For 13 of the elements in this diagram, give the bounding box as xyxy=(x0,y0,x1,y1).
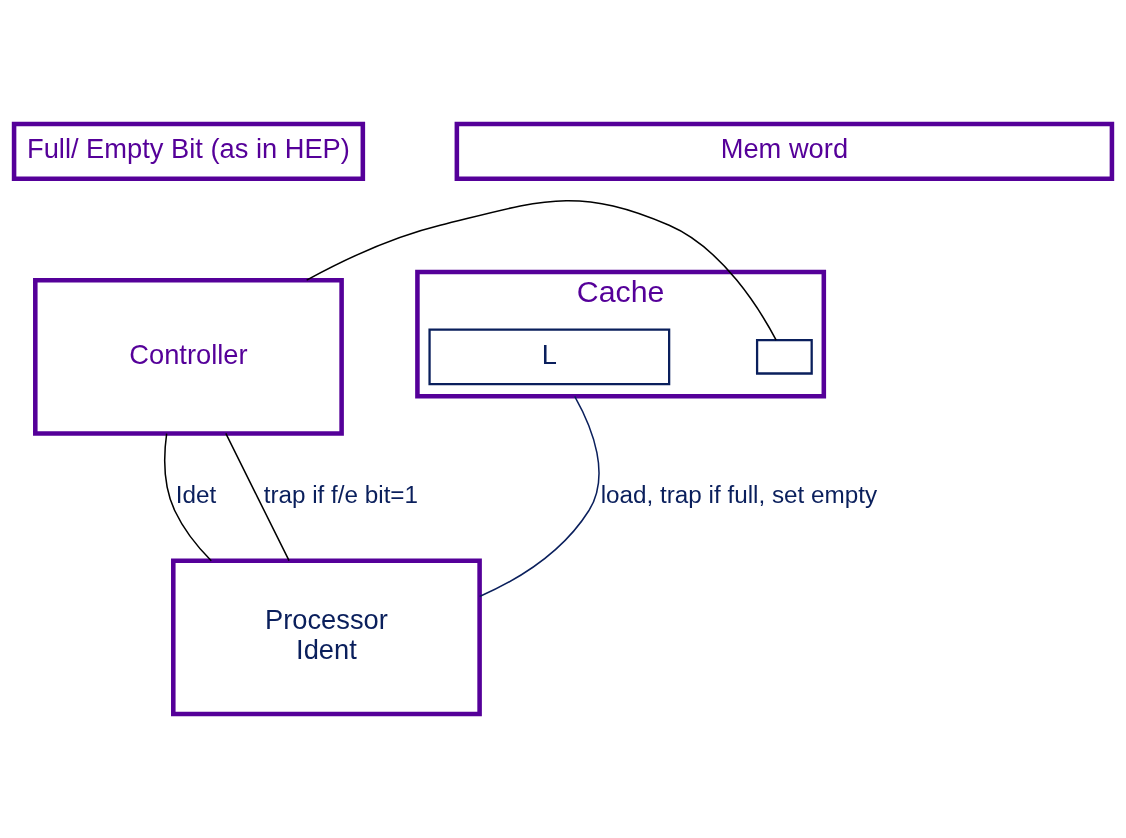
node-box: Mem word xyxy=(454,121,1115,181)
connector xyxy=(163,432,212,562)
edge-label: Idet xyxy=(175,480,217,508)
node-box: Full/ Empty Bit (as in HEP) xyxy=(11,121,366,181)
connector xyxy=(478,395,600,598)
node-box xyxy=(755,339,813,375)
node-box: Controller xyxy=(33,277,344,436)
edge-label: trap if f/e bit=1 xyxy=(263,480,419,508)
node-box: Processor Ident xyxy=(171,558,482,717)
connector xyxy=(225,432,290,562)
edge-label: load, trap if full, set empty xyxy=(600,480,878,508)
connector xyxy=(305,200,777,341)
node-box: L xyxy=(428,328,671,386)
